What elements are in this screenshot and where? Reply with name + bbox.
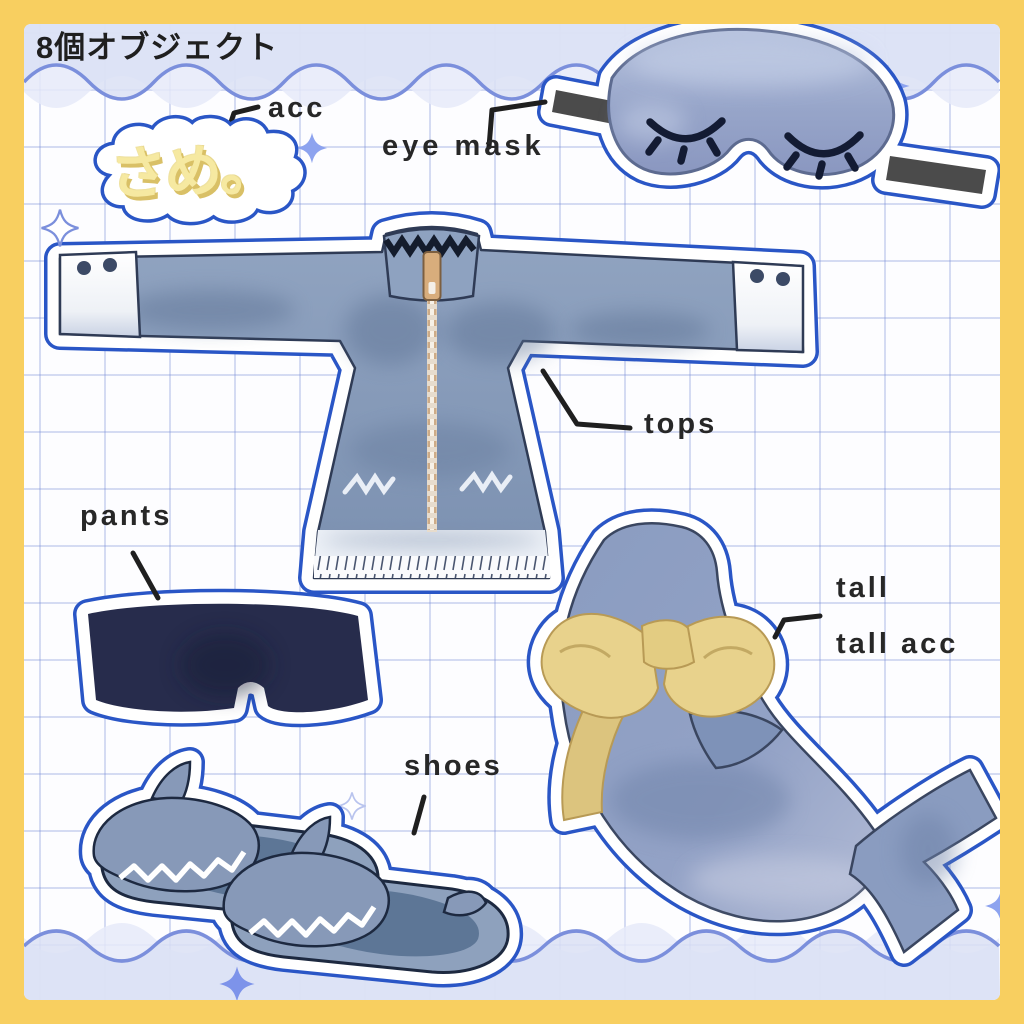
- pants-illustration: [73, 588, 383, 728]
- front-slipper: [222, 815, 510, 974]
- tall-pointer-line: [772, 613, 823, 640]
- eye-mask-illustration: [537, 24, 1000, 209]
- zipper-pull: [422, 251, 442, 301]
- artwork-layer: 8個オブジェクト さめ。 acc eye mask tops pants sho…: [24, 24, 1000, 1000]
- label-pants: pants: [80, 500, 173, 532]
- label-tall-acc: tall acc: [836, 628, 959, 660]
- tops-pointer-line: [540, 368, 633, 431]
- logo-cloud-icon: [93, 114, 307, 226]
- collar-zigzag-trim: [383, 234, 477, 258]
- shark-tail-fin-icon: [442, 890, 488, 917]
- shark-fin-icon: [290, 815, 332, 861]
- shoes-pointer-line: [411, 794, 427, 836]
- label-eye-mask: eye mask: [382, 130, 545, 162]
- sparkle-icon: [985, 890, 1000, 922]
- label-tall: tall: [836, 572, 890, 604]
- closed-eyes-icon: [645, 117, 864, 180]
- label-acc: acc: [268, 92, 326, 124]
- hem-fringe: [314, 556, 550, 578]
- tops-illustration: [44, 211, 819, 594]
- tail-illustration: [526, 508, 1000, 967]
- page-title: 8個オブジェクト: [36, 30, 279, 65]
- right-cuff: [731, 260, 805, 354]
- pants-pointer-line: [130, 550, 161, 601]
- scene-svg: [24, 24, 1000, 1000]
- logo-text: さめ。: [108, 137, 277, 208]
- logo-sticker: さめ。: [82, 106, 330, 238]
- shoes-illustration: [78, 747, 524, 988]
- bow-knot: [640, 619, 696, 670]
- label-shoes: shoes: [404, 750, 503, 782]
- zipper: [422, 251, 442, 532]
- shark-teeth: [248, 905, 377, 938]
- sparkle-icon: [40, 208, 80, 248]
- shark-teeth: [118, 850, 247, 883]
- eye-mask-pointer-line: [486, 99, 548, 150]
- left-cuff: [58, 250, 142, 339]
- yellow-bow: [540, 613, 776, 822]
- grid-canvas: 8個オブジェクト さめ。 acc eye mask tops pants sho…: [24, 24, 1000, 1000]
- label-tops: tops: [644, 408, 718, 440]
